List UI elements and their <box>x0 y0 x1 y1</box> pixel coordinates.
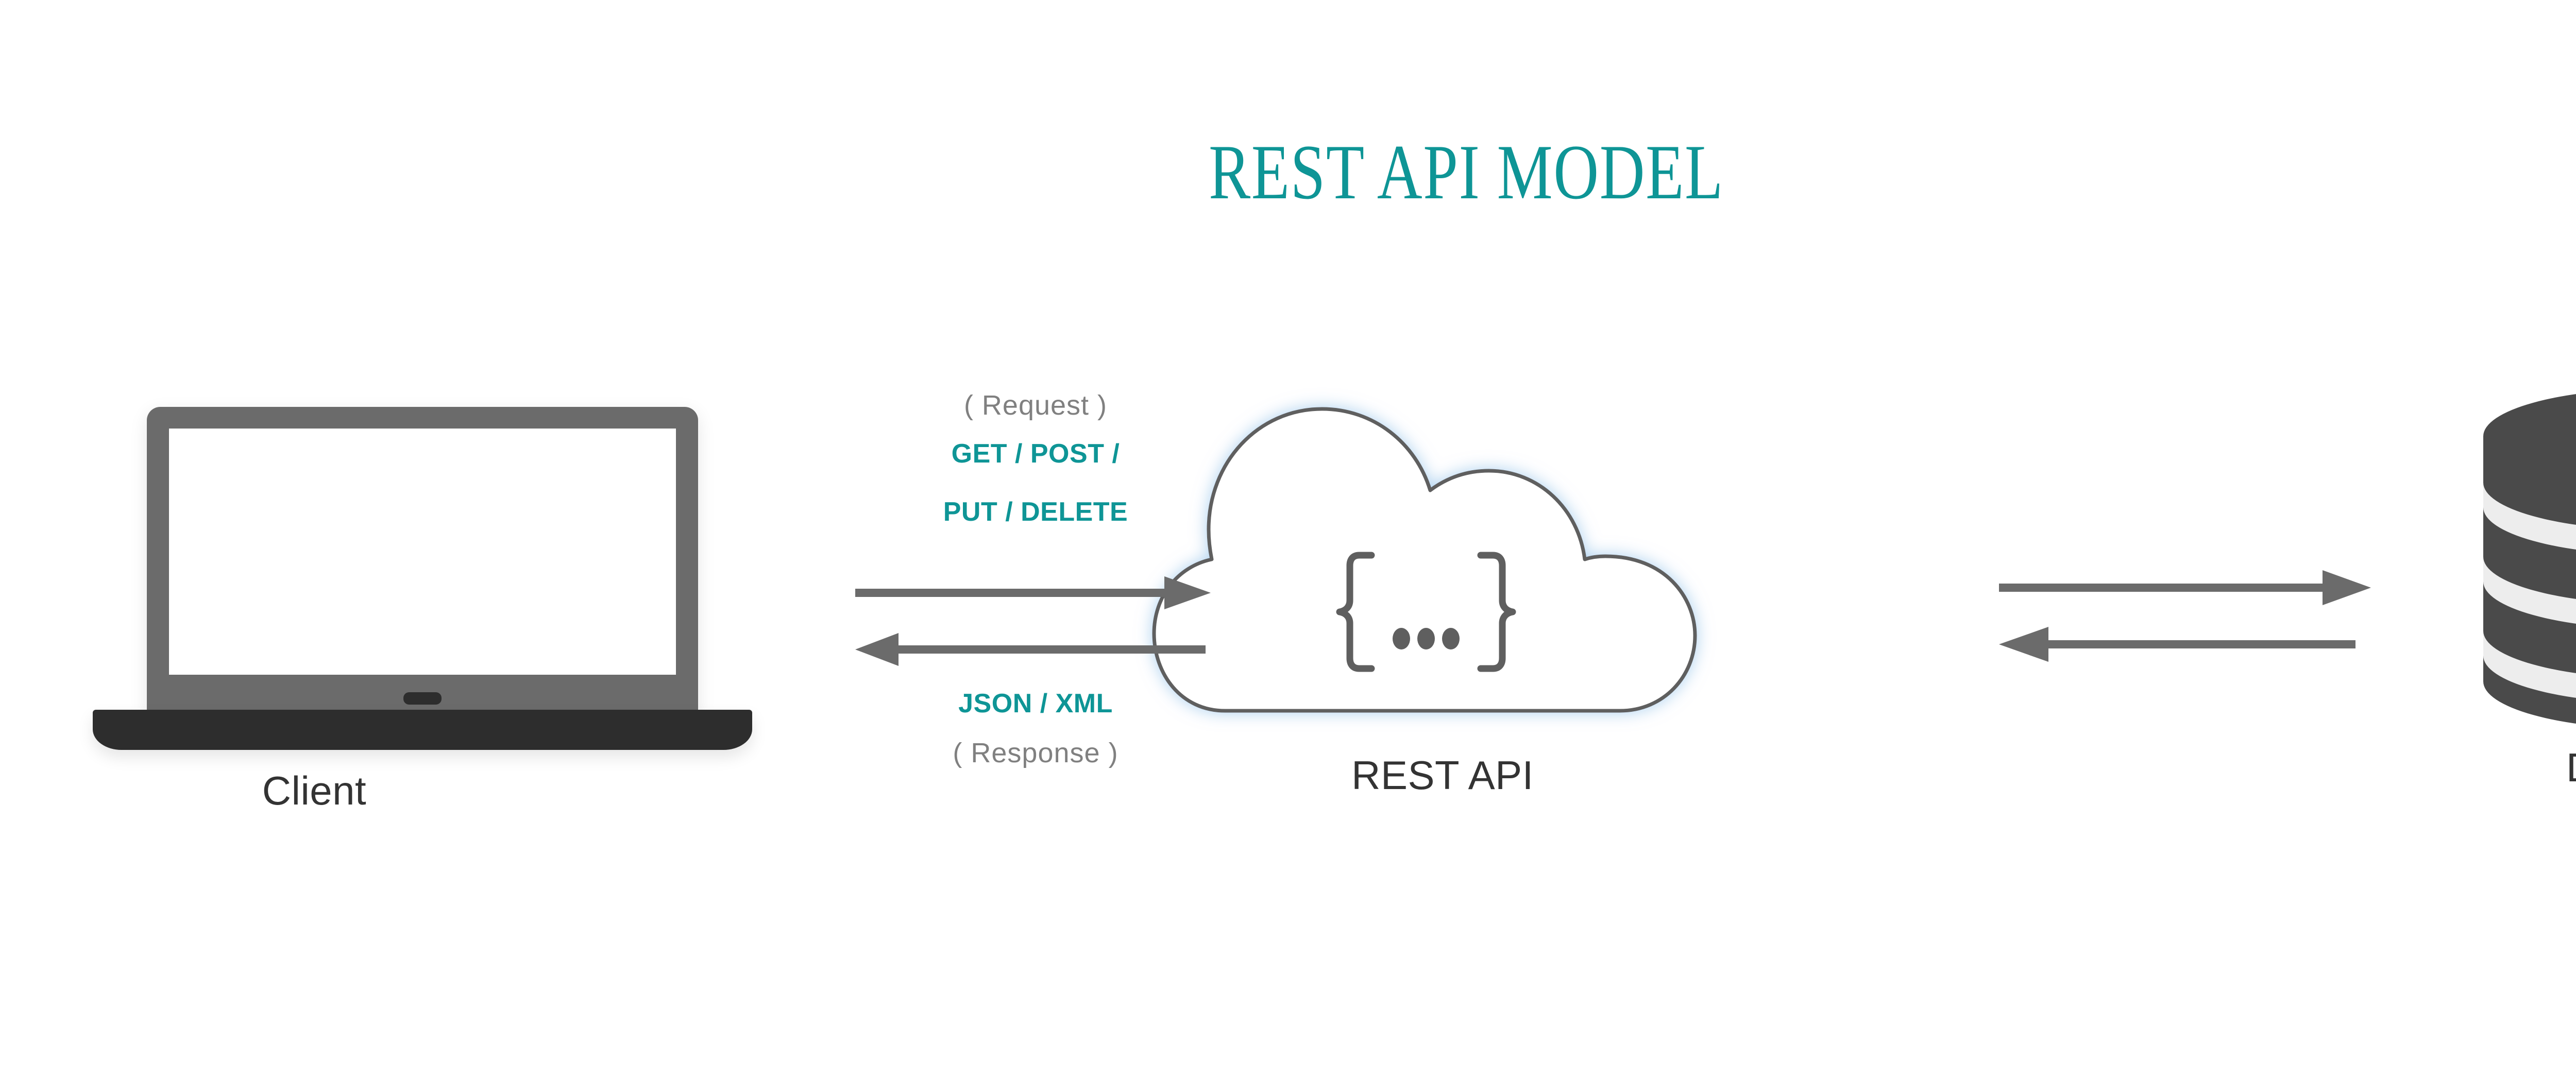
database-cylinder-icon <box>2473 389 2576 729</box>
node-label-client: Client <box>262 768 367 813</box>
laptop-base <box>93 710 752 750</box>
open-brace-icon <box>1336 552 1375 672</box>
arrow-response-left <box>855 633 1206 666</box>
laptop-notch <box>403 692 442 705</box>
arrow-request-right <box>855 576 1211 609</box>
database-separator-bands <box>2483 483 2576 703</box>
database-top-disc <box>2483 394 2576 478</box>
laptop-screen <box>169 429 676 675</box>
cloud-shape <box>1152 407 1697 713</box>
ellipsis-dots-icon <box>1393 628 1460 649</box>
node-client: Client <box>93 407 762 813</box>
edge-label-http-methods-line2: PUT / DELETE <box>943 497 1128 527</box>
node-rest-api: REST API <box>1149 391 1793 798</box>
edge-label-response-format: JSON / XML <box>958 689 1113 718</box>
laptop-lid <box>147 407 698 721</box>
edge-label-response: ( Response ) <box>953 738 1118 768</box>
node-database: Database <box>2473 389 2576 801</box>
page-title: REST API MODEL <box>1209 129 1724 215</box>
arrows-api-to-database <box>1999 559 2380 677</box>
arrow-db-read-left <box>1999 627 2355 662</box>
edge-label-request: ( Request ) <box>963 390 1108 421</box>
arrow-db-write-right <box>1999 570 2371 605</box>
node-label-rest-api: REST API <box>1351 752 1534 798</box>
cloud-braces-icon <box>1149 391 1731 721</box>
close-brace-icon <box>1477 552 1516 672</box>
node-label-database: Database <box>2421 744 2576 791</box>
edge-label-http-methods-line1: GET / POST / <box>951 439 1120 469</box>
arrows-client-to-api <box>855 564 1216 682</box>
